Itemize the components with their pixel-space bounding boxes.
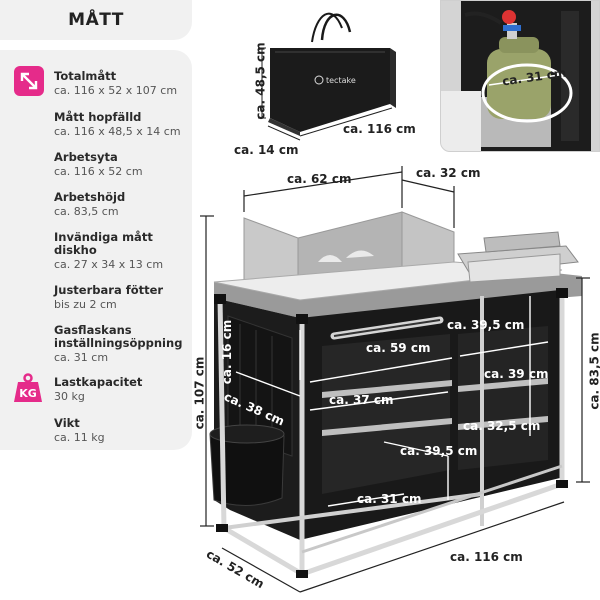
carry-bag: tectake [258,12,396,141]
dim-side-16: ca. 16 cm [220,319,235,385]
spec-weight: Vikt ca. 11 kg [54,416,105,445]
spec-workheight: Arbetshöjd ca. 83,5 cm [54,190,126,219]
dim-inner-39: ca. 39 cm [484,367,549,381]
spec-capacity: Lastkapacitet 30 kg [54,375,143,404]
bag-width-label: ca. 116 cm [343,122,416,136]
kitchen-cabinet [209,211,582,578]
spec-sink-inner: Invändiga mått diskho ca. 27 x 34 x 13 c… [54,230,164,272]
dimension-lines [200,166,590,593]
gas-bottle-illustration [441,1,599,151]
gas-bottle-inset [440,0,600,152]
dim-inner-395-mid: ca. 39,5 cm [400,444,478,458]
dim-inner-59: ca. 59 cm [366,341,431,355]
dim-top-right: ca. 32 cm [416,166,481,180]
dim-total-height: ca. 107 cm [192,356,207,430]
spec-feet: Justerbara fötter bis zu 2 cm [54,283,164,312]
dim-inner-37: ca. 37 cm [329,393,394,407]
bag-height-label: ca. 48,5 cm [253,42,268,120]
section-title-box: MÅTT [0,0,192,40]
bag-brand: tectake [326,76,356,85]
bag-depth-label: ca. 14 cm [234,143,299,157]
dim-inner-395-top: ca. 39,5 cm [447,318,525,332]
dim-width-116: ca. 116 cm [450,550,523,564]
section-title: MÅTT [68,10,124,30]
kg-icon-text: KG [19,387,37,400]
kg-weight-icon: KG [12,372,44,404]
spec-total: Totalmått ca. 116 x 52 x 107 cm [54,69,178,98]
spec-folded: Mått hopfälld ca. 116 x 48,5 x 14 cm [54,110,181,139]
dim-inner-325: ca. 32,5 cm [463,419,541,433]
dim-work-height: ca. 83,5 cm [587,332,600,410]
inner-dimension-lines [235,296,549,507]
spec-gas-opening: Gasflaskans inställningsöppning ca. 31 c… [54,323,183,365]
dim-inner-31: ca. 31 cm [357,492,422,506]
resize-arrows-icon [14,66,44,96]
spec-worksurface: Arbetsyta ca. 116 x 52 cm [54,150,143,179]
dim-top-width: ca. 62 cm [287,172,352,186]
